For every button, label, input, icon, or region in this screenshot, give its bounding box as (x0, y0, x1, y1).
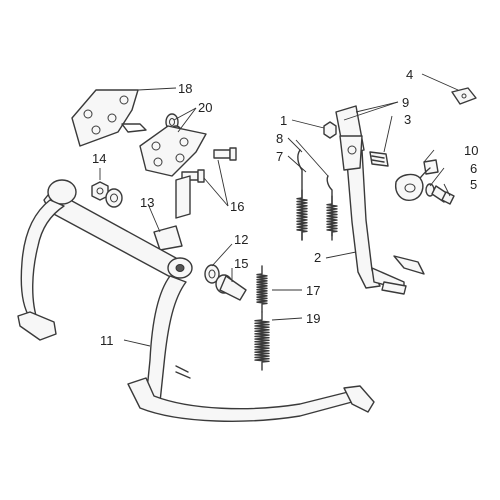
callout-2: 2 (314, 250, 321, 265)
callout-4: 4 (406, 67, 413, 82)
stand-bracket-9 (335, 105, 365, 171)
callout-1: 1 (280, 113, 287, 128)
callout-10: 10 (464, 143, 478, 158)
spring-17 (256, 265, 268, 313)
mounting-plate-18 (71, 89, 139, 147)
callout-3: 3 (404, 112, 411, 127)
bolt-3 (369, 151, 389, 167)
callout-11: 11 (100, 333, 114, 348)
switch-10 (395, 159, 439, 201)
nut-1 (323, 121, 337, 139)
callout-6: 6 (470, 161, 477, 176)
callout-12: 12 (234, 232, 248, 247)
callout-14: 14 (92, 151, 106, 166)
pivot-bolt-15 (215, 274, 247, 301)
spring-hook-plate (139, 125, 207, 177)
callout-9: 9 (402, 95, 409, 110)
callout-17: 17 (306, 283, 320, 298)
callout-7: 7 (276, 149, 283, 164)
side-stand-2 (345, 149, 425, 295)
callout-19: 19 (306, 311, 320, 326)
screw-5 (431, 185, 455, 205)
callout-8: 8 (276, 131, 283, 146)
callout-labels: 18 20 14 13 16 12 15 17 19 11 1 8 7 9 3 … (92, 67, 478, 348)
callout-20: 20 (198, 100, 212, 115)
callout-13: 13 (140, 195, 154, 210)
callout-16: 16 (230, 199, 244, 214)
centre-stand-11 (17, 179, 375, 422)
nut-bushing-14 (91, 181, 123, 208)
leader-lines (99, 73, 459, 347)
spring-19 (254, 311, 270, 371)
callout-18: 18 (178, 81, 192, 96)
callout-15: 15 (234, 256, 248, 271)
springs-7-8 (296, 149, 338, 241)
clip-4 (451, 87, 477, 105)
callout-5: 5 (470, 177, 477, 192)
bracket-13 (153, 175, 191, 251)
bolts-16 (181, 147, 237, 183)
washer-12 (204, 264, 220, 284)
